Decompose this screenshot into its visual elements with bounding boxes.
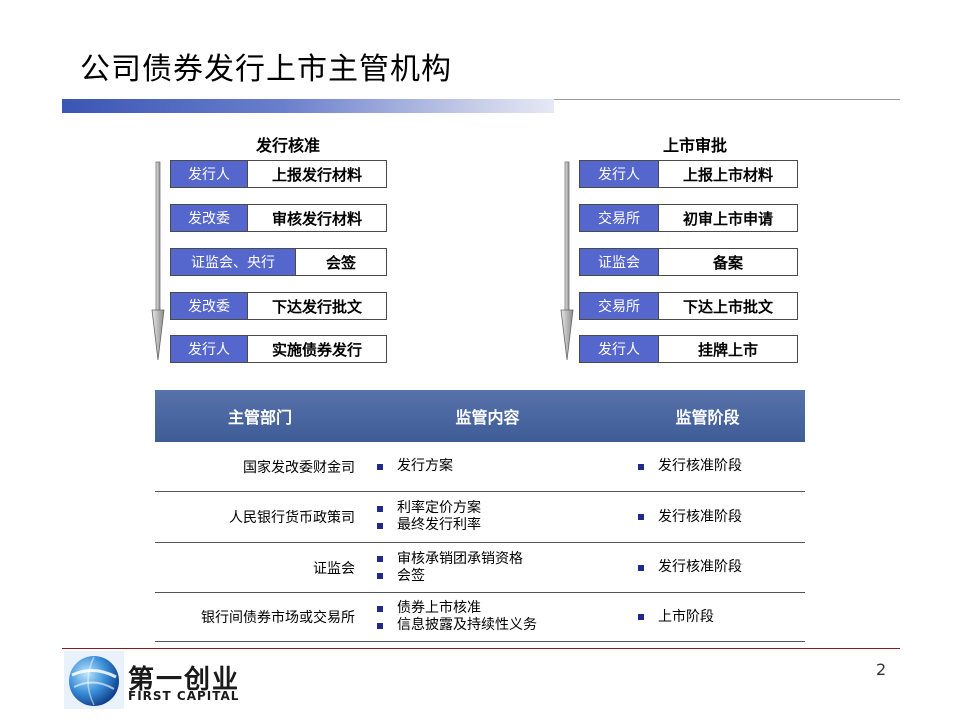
cell-content: 利率定价方案最终发行利率 xyxy=(365,500,610,534)
cell-stage: 发行核准阶段 xyxy=(610,509,805,526)
flow-step-role: 发行人 xyxy=(171,336,248,362)
flow-step: 交易所 初审上市申请 xyxy=(579,204,798,232)
bullet-icon xyxy=(638,514,644,520)
flow-step-role: 发行人 xyxy=(580,161,659,187)
cell-stage: 发行核准阶段 xyxy=(610,458,805,475)
cell-content: 债券上市核准信息披露及持续性义务 xyxy=(365,600,610,634)
flow-step-action: 审核发行材料 xyxy=(271,209,362,228)
content-text: 利率定价方案 xyxy=(397,500,481,516)
flow-step-role: 交易所 xyxy=(580,205,659,231)
flow-step-action: 会签 xyxy=(325,253,356,272)
flow-step: 发改委 审核发行材料 xyxy=(170,204,387,232)
content-text: 最终发行利率 xyxy=(397,517,481,533)
cell-content: 审核承销团承销资格会签 xyxy=(365,551,610,585)
stage-text: 上市阶段 xyxy=(658,608,714,625)
logo-name-cn: 第一创业 xyxy=(128,665,241,695)
bullet-icon xyxy=(377,522,383,529)
bullet-icon xyxy=(377,556,383,562)
logo-name-en: FIRST CAPITAL xyxy=(128,689,240,703)
company-logo: 第一创业 FIRST CAPITAL xyxy=(64,651,242,709)
content-item: 债券上市核准 xyxy=(377,600,610,617)
cell-dept: 人民银行货币政策司 xyxy=(229,510,355,526)
flow-step: 发行人 上报发行材料 xyxy=(170,160,387,188)
flow-step-action: 挂牌上市 xyxy=(697,340,758,359)
cell-content: 发行方案 xyxy=(365,458,610,475)
flow-step-role: 证监会 xyxy=(580,249,659,275)
stage-text: 发行核准阶段 xyxy=(658,458,742,474)
right-flow-title: 上市审批 xyxy=(662,136,727,155)
left-flow-title: 发行核准 xyxy=(255,136,320,155)
content-text: 债券上市核准 xyxy=(397,600,481,616)
bullet-icon xyxy=(377,573,383,579)
flow-step-action: 上报上市材料 xyxy=(682,165,773,184)
flow-step-role: 发改委 xyxy=(171,205,248,231)
bullet-icon xyxy=(638,614,644,620)
flow-step-action: 备案 xyxy=(712,253,743,272)
content-text: 信息披露及持续性义务 xyxy=(397,617,537,633)
flow-step: 交易所 下达上市批文 xyxy=(579,292,798,320)
content-item: 利率定价方案 xyxy=(377,500,610,517)
table-row: 银行间债券市场或交易所债券上市核准信息披露及持续性义务上市阶段 xyxy=(155,593,805,642)
stage-text: 发行核准阶段 xyxy=(658,508,742,525)
right-flow-arrow-icon xyxy=(560,161,574,361)
cell-dept: 证监会 xyxy=(313,560,355,577)
table-row: 证监会审核承销团承销资格会签发行核准阶段 xyxy=(155,543,805,593)
bullet-icon xyxy=(377,505,383,512)
cell-dept: 银行间债券市场或交易所 xyxy=(201,610,355,626)
table-row: 人民银行货币政策司利率定价方案最终发行利率发行核准阶段 xyxy=(155,492,805,543)
flow-step: 发改委 下达发行批文 xyxy=(170,292,387,320)
flow-step-role: 交易所 xyxy=(580,293,659,319)
flow-step-role: 发改委 xyxy=(171,293,248,319)
content-item: 会签 xyxy=(377,568,610,585)
flow-step: 证监会、央行 会签 xyxy=(170,248,387,276)
flow-step-role: 发行人 xyxy=(171,161,248,187)
cell-dept: 国家发改委财金司 xyxy=(243,459,355,476)
header-stage: 监管阶段 xyxy=(675,408,740,427)
footer-rule xyxy=(62,648,900,649)
content-item: 审核承销团承销资格 xyxy=(377,551,610,568)
flow-step-action: 下达发行批文 xyxy=(271,297,362,316)
cell-stage: 上市阶段 xyxy=(610,609,805,626)
flow-step-action: 下达上市批文 xyxy=(682,297,773,316)
content-item: 发行方案 xyxy=(377,458,610,475)
content-text: 会签 xyxy=(397,567,425,584)
stage-text: 发行核准阶段 xyxy=(658,559,742,575)
flow-step-role: 证监会、央行 xyxy=(171,249,296,275)
left-flow-arrow-icon xyxy=(151,161,165,361)
flow-step-action: 实施债券发行 xyxy=(271,340,362,359)
flow-step: 发行人 实施债券发行 xyxy=(170,335,387,363)
title-rule xyxy=(554,99,900,100)
bullet-icon xyxy=(377,463,383,470)
bullet-icon xyxy=(638,463,644,470)
table-row: 国家发改委财金司 发行方案 发行核准阶段 xyxy=(155,442,805,492)
bullet-icon xyxy=(638,564,644,571)
table-header: 主管部门 监管内容 监管阶段 xyxy=(155,390,805,442)
bullet-icon xyxy=(377,622,383,629)
flow-step: 发行人 挂牌上市 xyxy=(579,335,798,363)
header-dept: 主管部门 xyxy=(227,408,292,427)
globe-icon xyxy=(64,651,124,709)
page-number: 2 xyxy=(876,660,887,679)
title-gradient-bar xyxy=(62,99,554,113)
content-text: 审核承销团承销资格 xyxy=(397,550,523,567)
flow-step-action: 上报发行材料 xyxy=(271,165,362,184)
cell-stage: 发行核准阶段 xyxy=(610,559,805,576)
bullet-icon xyxy=(377,605,383,612)
flow-step-role: 发行人 xyxy=(580,336,659,362)
content-item: 最终发行利率 xyxy=(377,517,610,534)
supervision-table: 主管部门 监管内容 监管阶段 国家发改委财金司发行方案发行核准阶段人民银行货币政… xyxy=(155,390,805,642)
flow-step-action: 初审上市申请 xyxy=(682,209,773,228)
slide-title: 公司债券发行上市主管机构 xyxy=(80,52,452,87)
flow-step: 发行人 上报上市材料 xyxy=(579,160,798,188)
header-content: 监管内容 xyxy=(455,408,520,427)
content-text: 发行方案 xyxy=(397,458,453,474)
content-item: 信息披露及持续性义务 xyxy=(377,617,610,634)
flow-step: 证监会 备案 xyxy=(579,248,798,276)
